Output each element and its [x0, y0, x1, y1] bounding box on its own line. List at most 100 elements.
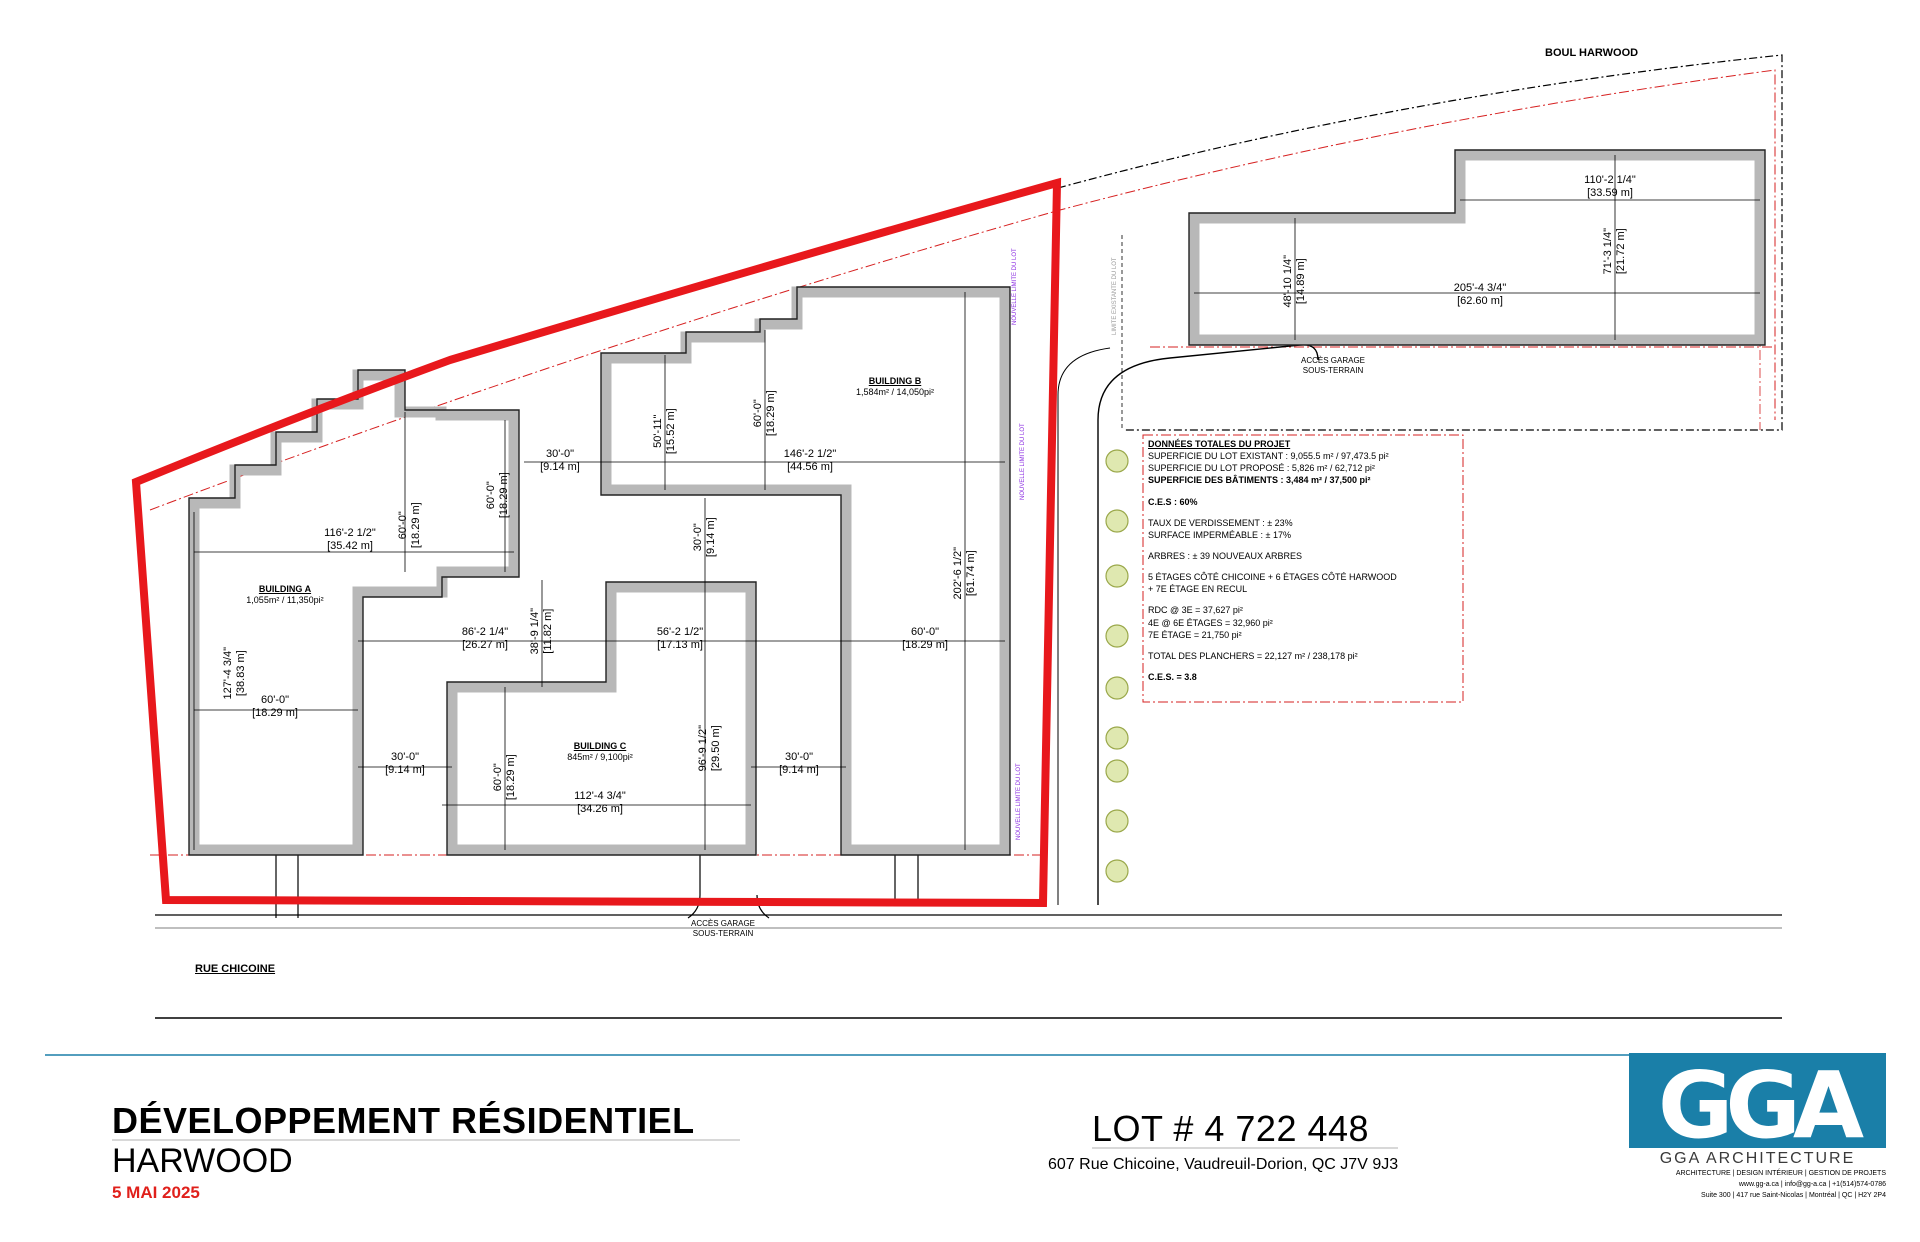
dim-c-height-ft: 96'-9 1/2" — [696, 725, 709, 772]
dim-span-86: 86'-2 1/4"[26.27 m] — [430, 626, 540, 652]
dim-v-38: 38'-9 1/4"[11.82 m] — [529, 591, 555, 671]
dim-ab-gap: 30'-0"[9.14 m] — [520, 448, 600, 474]
building-c-walls — [446, 581, 757, 856]
dim-n-top: 110'-2 1/4"[33.59 m] — [1560, 174, 1660, 200]
dim-c-height-m: [29.50 m] — [710, 725, 722, 772]
dim-a-height-m: [38.83 m] — [235, 650, 247, 697]
lot-address: 607 Rue Chicoine, Vaudreuil-Dorion, QC J… — [1048, 1156, 1399, 1173]
building-b-name: BUILDING B — [868, 376, 922, 386]
gga-logo-mark: GGA — [1658, 1053, 1864, 1159]
project-data-buildings: SUPERFICIE DES BÂTIMENTS : 3,484 m² / 37… — [1148, 475, 1371, 486]
dim-a-height-ft: 127'-4 3/4" — [221, 646, 234, 700]
dim-v-38-ft: 38'-9 1/4" — [528, 608, 541, 655]
street-label-south: RUE CHICOINE — [195, 963, 276, 975]
dim-a-top-ft: 116'-2 1/2" — [324, 527, 376, 539]
dim-n-right-ft: 71'-3 1/4" — [1601, 228, 1614, 275]
lot-number: LOT # 4 722 448 — [1092, 1108, 1370, 1149]
dim-n-long: 205'-4 3/4"[62.60 m] — [1425, 282, 1535, 308]
dim-c-height: 96'-9 1/2"[29.50 m] — [697, 703, 723, 793]
project-data-title: DONNÉES TOTALES DU PROJET — [1148, 439, 1291, 449]
dim-c-width-ft: 112'-4 3/4" — [574, 790, 626, 802]
dim-ac-gap-m: [9.14 m] — [385, 764, 425, 777]
building-north-walls — [1188, 149, 1766, 346]
entrances — [275, 850, 919, 919]
dim-c-left: 60'-0"[18.29 m] — [492, 737, 518, 817]
building-c-label: BUILDING C 845m² / 9,100pi² — [535, 741, 665, 764]
buildings — [188, 149, 1766, 856]
project-data-arbres: ARBRES : ± 39 NOUVEAUX ARBRES — [1148, 550, 1302, 561]
building-c-area: 845m² / 9,100pi² — [567, 752, 633, 763]
project-title: DÉVELOPPEMENT RÉSIDENTIEL — [112, 1100, 695, 1141]
dim-bc-vgap-m: [9.14 m] — [705, 517, 717, 558]
logo-contact: www.gg-a.ca | info@gg-a.ca | +1(514)574-… — [1738, 1181, 1886, 1188]
dim-c-width-m: [34.26 m] — [577, 803, 623, 816]
logo-address: Suite 300 | 417 rue Saint-Nicolas | Mont… — [1701, 1192, 1886, 1199]
gga-logo: GGA — [1629, 1053, 1886, 1159]
garage-access-north-l1: ACCÈS GARAGE — [1300, 356, 1365, 365]
project-data-line-1: SUPERFICIE DU LOT EXISTANT : 9,055.5 m² … — [1148, 451, 1389, 462]
project-subtitle: HARWOOD — [112, 1142, 293, 1180]
dim-a-height: 127'-4 3/4"[38.83 m] — [222, 628, 248, 718]
new-lot-limit-label-1: NOUVELLE LIMITE DU LOT — [1012, 248, 1018, 325]
project-data-impermeable: SURFACE IMPERMÉABLE : ± 17% — [1148, 529, 1291, 540]
dim-a-step2-ft: 60'-0" — [484, 481, 497, 510]
dim-b-width-m: [18.29 m] — [902, 639, 948, 652]
dim-bc-vgap-ft: 30'-0" — [691, 523, 704, 552]
street-label-north: BOUL HARWOOD — [1545, 47, 1639, 59]
project-data-ces: C.E.S : 60% — [1148, 496, 1198, 507]
dim-n-long-m: [62.60 m] — [1457, 295, 1503, 308]
proposed-lot-outline — [131, 177, 1062, 908]
dim-a-top: 116'-2 1/2"[35.42 m] — [290, 527, 410, 553]
garage-access-north: ACCÈS GARAGE SOUS-TERRAIN — [1298, 356, 1368, 375]
dim-b-left: 50'-11"[15.52 m] — [652, 391, 678, 471]
dim-n-left-ft: 48'-10 1/4" — [1281, 254, 1294, 308]
dim-a-step1-ft: 60'-0" — [396, 511, 409, 540]
dim-span-86-ft: 86'-2 1/4" — [461, 626, 509, 638]
dim-b-long-m: [44.56 m] — [787, 461, 833, 474]
dimension-lines — [193, 155, 1760, 850]
project-data-ces2: C.E.S. = 3.8 — [1148, 671, 1197, 682]
dim-a-step2: 60'-0"[18.29 m] — [485, 455, 511, 535]
dim-b-height: 202'-6 1/2"[61.74 m] — [952, 528, 978, 618]
driveway-inner — [1057, 347, 1111, 905]
dim-c-left-m: [18.29 m] — [505, 754, 517, 801]
dim-ab-gap-ft: 30'-0" — [545, 448, 575, 460]
dim-bc-vgap: 30'-0"[9.14 m] — [692, 497, 718, 577]
project-data-verdissement: TAUX DE VERDISSEMENT : ± 23% — [1148, 517, 1293, 528]
building-a-label: BUILDING A 1,055m² / 11,350pi² — [220, 584, 350, 607]
logo-company-name: GGA ARCHITECTURE — [1659, 1150, 1856, 1167]
project-data-e7: 7E ÉTAGE = 21,750 pi² — [1148, 629, 1242, 640]
new-lot-limit-label-2: NOUVELLE LIMITE DU LOT — [1020, 423, 1026, 500]
dim-a-width: 60'-0"[18.29 m] — [225, 694, 325, 720]
dim-a-step2-m: [18.29 m] — [498, 472, 510, 519]
dim-b-width: 60'-0"[18.29 m] — [880, 626, 970, 652]
dim-ac-gap: 30'-0"[9.14 m] — [365, 751, 445, 777]
dim-b-left-m: [15.52 m] — [665, 408, 677, 455]
building-a-area: 1,055m² / 11,350pi² — [246, 595, 324, 606]
logo-services: ARCHITECTURE | DESIGN INTÉRIEUR | GESTIO… — [1675, 1170, 1886, 1177]
project-data-line-2: SUPERFICIE DU LOT PROPOSÉ : 5,826 m² / 6… — [1148, 463, 1375, 474]
dim-ac-gap-ft: 30'-0" — [390, 751, 420, 763]
dim-n-top-ft: 110'-2 1/4" — [1584, 174, 1636, 186]
building-edges — [188, 149, 1766, 856]
dim-n-left-m: [14.89 m] — [1295, 258, 1307, 305]
tree-icons — [1105, 449, 1129, 883]
dim-v-38-m: [11.82 m] — [542, 608, 554, 654]
garage-access-south-l1: ACCÈS GARAGE — [690, 919, 755, 928]
dim-b-height-m: [61.74 m] — [965, 550, 977, 597]
dim-b-height-ft: 202'-6 1/2" — [951, 546, 964, 600]
dim-n-right: 71'-3 1/4"[21.72 m] — [1602, 206, 1628, 296]
building-c-name: BUILDING C — [573, 741, 627, 751]
dim-a-width-ft: 60'-0" — [260, 694, 290, 706]
driveway — [1097, 344, 1319, 905]
dim-cb-gap-m: [9.14 m] — [779, 764, 819, 777]
dim-span-86-m: [26.27 m] — [462, 639, 508, 652]
dim-b-mid: 60'-0"[18.29 m] — [752, 373, 778, 453]
dim-b-long-ft: 146'-2 1/2" — [783, 448, 837, 460]
dim-a-step1-m: [18.29 m] — [410, 502, 422, 549]
dim-cb-gap: 30'-0"[9.14 m] — [759, 751, 839, 777]
dim-c-top: 56'-2 1/2"[17.13 m] — [630, 626, 730, 652]
project-date: 5 MAI 2025 — [112, 1183, 200, 1202]
dim-n-left: 48'-10 1/4"[14.89 m] — [1282, 236, 1308, 326]
